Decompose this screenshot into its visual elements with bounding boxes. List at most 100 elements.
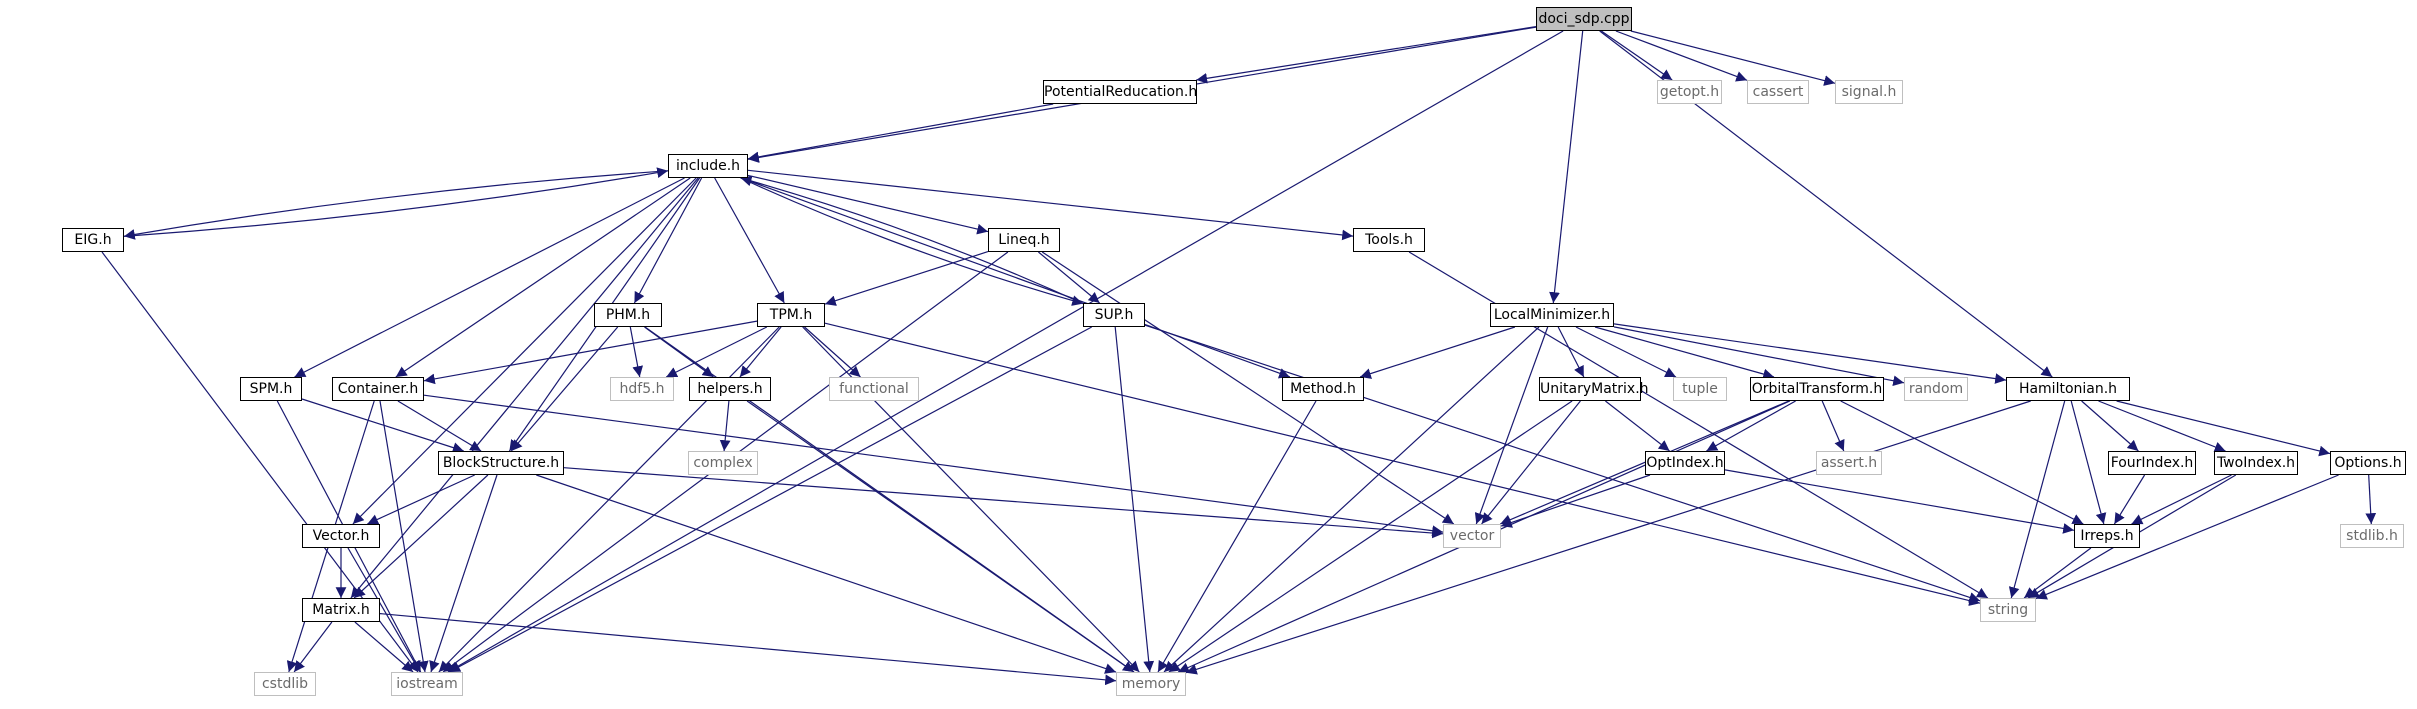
node-options-h[interactable]: Options.h — [2330, 451, 2406, 475]
node-irreps-h[interactable]: Irreps.h — [2074, 524, 2140, 548]
edge-matrix-to-memory — [379, 613, 1117, 686]
node-unitarymatrix-h[interactable]: UnitaryMatrix.h — [1539, 377, 1649, 401]
edge-orbital-to-optindex — [1706, 400, 1796, 452]
node-complex: complex — [688, 451, 758, 475]
edge-hamiltonian-to-irreps — [2070, 400, 2107, 525]
edge-lineq-to-sup — [1038, 251, 1100, 304]
node-lineq-h[interactable]: Lineq.h — [988, 228, 1060, 252]
edge-hamiltonian-to-string — [2008, 400, 2066, 599]
edge-include-to-container — [395, 177, 691, 378]
node-eig-h[interactable]: EIG.h — [62, 228, 124, 252]
edge-options-to-stdlib — [2365, 474, 2377, 525]
node-memory: memory — [1116, 672, 1186, 696]
node-tpm-h[interactable]: TPM.h — [757, 303, 825, 327]
edge-hamiltonian-to-options — [2116, 400, 2331, 457]
edge-include-to-matrix — [350, 177, 699, 599]
edge-include-to-eig — [123, 170, 669, 240]
node-random: random — [1904, 377, 1968, 401]
node-assert-h: assert.h — [1816, 451, 1882, 475]
node-include-h[interactable]: include.h — [668, 154, 748, 178]
edge-sup-to-memory — [1114, 326, 1155, 673]
node-signal-h: signal.h — [1835, 80, 1903, 104]
edge-matrix-to-cstdlib — [293, 621, 333, 673]
edge-phm-to-blockstructure — [510, 326, 619, 452]
edge-matrix-to-iostream — [354, 621, 414, 673]
node-orbitaltransform-h[interactable]: OrbitalTransform.h — [1750, 377, 1884, 401]
node-doci-sdp-cpp[interactable]: doci_sdp.cpp — [1536, 7, 1632, 31]
edge-doci_sdp-to-potred — [1196, 26, 1537, 84]
edge-helpers-to-memory — [746, 400, 1135, 673]
node-spm-h[interactable]: SPM.h — [240, 377, 302, 401]
edge-blockstructure-to-matrix — [353, 474, 489, 599]
node-twoindex-h[interactable]: TwoIndex.h — [2214, 451, 2298, 475]
node-hamiltonian-h[interactable]: Hamiltonian.h — [2006, 377, 2130, 401]
edge-twoindex-to-irreps — [2131, 474, 2232, 525]
edge-blockstructure-to-vector — [563, 467, 1444, 539]
edge-include-to-vector_h — [352, 177, 697, 525]
node-localminimizer-h[interactable]: LocalMinimizer.h — [1490, 303, 1614, 327]
edge-optindex-to-irreps — [1724, 469, 2075, 534]
edge-eig-to-include — [123, 167, 669, 237]
edge-localmin-to-method — [1359, 326, 1516, 379]
edge-tpm-to-helpers — [739, 326, 782, 378]
edge-localmin-to-tuple — [1575, 326, 1677, 378]
edge-tpm-to-container — [423, 320, 758, 385]
edge-localmin-to-orbital — [1594, 326, 1775, 380]
edge-localmin-to-memory — [1163, 326, 1540, 673]
edge-hamiltonian-to-fourindex — [2081, 400, 2139, 452]
edge-lineq-to-tpm — [824, 251, 989, 306]
node-cassert: cassert — [1747, 80, 1809, 104]
edge-fourindex-to-irreps — [2113, 474, 2146, 525]
node-helpers-h[interactable]: helpers.h — [689, 377, 771, 401]
edge-localmin-to-unitary — [1557, 326, 1585, 378]
edge-unitary-to-vector — [1481, 400, 1581, 525]
edge-lineq-to-vector — [1041, 251, 1455, 525]
edge-doci_sdp-to-signal — [1630, 30, 1836, 86]
edge-blockstructure-to-vector_h — [367, 474, 475, 525]
node-tools-h[interactable]: Tools.h — [1353, 228, 1425, 252]
edge-container-to-iostream — [379, 400, 429, 673]
edge-include-to-tools — [747, 169, 1354, 241]
edge-unitary-to-memory — [1168, 400, 1573, 673]
node-sup-h[interactable]: SUP.h — [1083, 303, 1145, 327]
node-method-h[interactable]: Method.h — [1282, 377, 1364, 401]
node-optindex-h[interactable]: OptIndex.h — [1645, 451, 1725, 475]
node-tuple: tuple — [1673, 377, 1727, 401]
edge-blockstructure-to-memory — [536, 474, 1117, 674]
node-hdf5-h: hdf5.h — [610, 377, 674, 401]
edge-unitary-to-optindex — [1605, 400, 1670, 452]
edge-spm-to-blockstructure — [301, 398, 464, 453]
edge-sup-to-include — [740, 175, 1084, 305]
edge-tpm-to-string — [824, 322, 1981, 606]
node-iostream: iostream — [391, 672, 463, 696]
edge-sup-to-string — [1144, 324, 1981, 603]
edge-container-to-blockstructure — [397, 400, 482, 452]
node-potentialreducation-h[interactable]: PotentialReducation.h — [1043, 80, 1197, 104]
edge-doci_sdp-to-cassert — [1615, 30, 1748, 82]
edge-sup-to-iostream — [449, 326, 1092, 673]
edge-blockstructure-to-iostream — [429, 474, 498, 673]
edge-include-to-spm — [294, 177, 685, 378]
node-vector: vector — [1443, 524, 1501, 548]
node-string: string — [1980, 598, 2036, 622]
node-container-h[interactable]: Container.h — [332, 377, 424, 401]
edge-orbital-to-irreps — [1840, 400, 2084, 525]
edge-options-to-string — [2035, 474, 2339, 600]
edge-hamiltonian-to-twoindex — [2098, 400, 2226, 453]
node-getopt-h: getopt.h — [1657, 80, 1722, 104]
edge-localmin-to-vector — [1474, 326, 1549, 525]
edge-localmin-to-random — [1613, 326, 1905, 387]
edge-irreps-to-string — [2023, 547, 2092, 599]
edge-doci_sdp-to-getopt — [1600, 30, 1673, 81]
edge-include-to-lineq — [747, 174, 989, 235]
edge-include-to-phm — [633, 177, 703, 304]
node-phm-h[interactable]: PHM.h — [594, 303, 662, 327]
node-blockstructure-h[interactable]: BlockStructure.h — [438, 451, 564, 475]
node-matrix-h[interactable]: Matrix.h — [302, 598, 380, 622]
node-functional: functional — [829, 377, 919, 401]
node-vector-h[interactable]: Vector.h — [302, 524, 380, 548]
node-fourindex-h[interactable]: FourIndex.h — [2108, 451, 2196, 475]
edge-tpm-to-hdf5 — [665, 326, 768, 378]
edge-container-to-vector — [423, 394, 1444, 537]
node-cstdlib: cstdlib — [254, 672, 316, 696]
